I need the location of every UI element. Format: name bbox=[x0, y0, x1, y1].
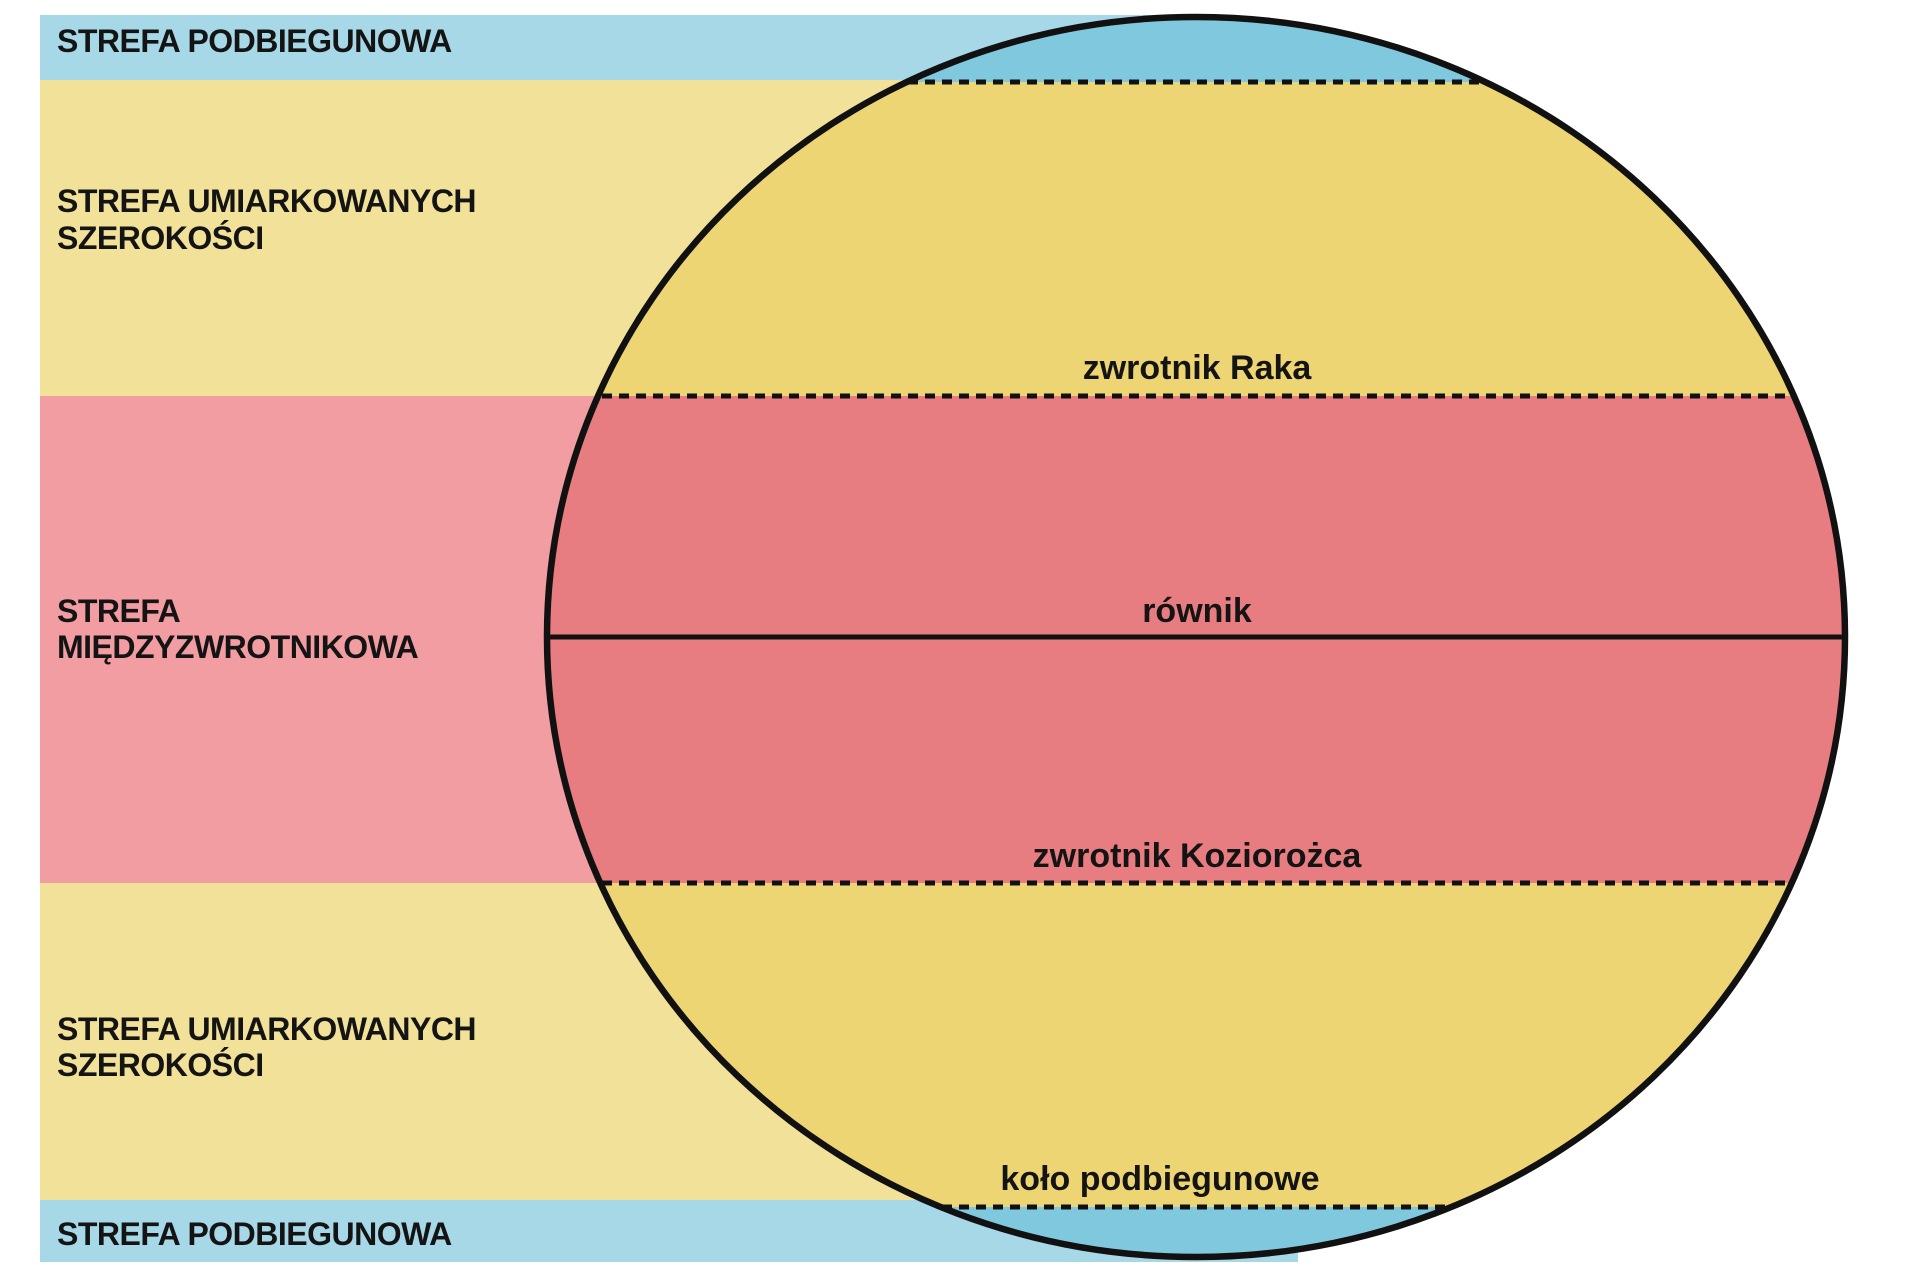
zone-label-temperate-north-line2: SZEROKOŚCI bbox=[57, 220, 264, 256]
label-tropic-of-cancer: zwrotnik Raka bbox=[1083, 349, 1313, 387]
label-equator: równik bbox=[1142, 592, 1252, 630]
globe-outline bbox=[543, 13, 1849, 1261]
zone-label-temperate-north-line1: STREFA UMIARKOWANYCH bbox=[57, 183, 476, 219]
label-tropic-of-capricorn: zwrotnik Koziorożca bbox=[1033, 837, 1363, 875]
zone-label-intertropical-line1: STREFA bbox=[57, 593, 181, 629]
zone-label-intertropical-line2: MIĘDZYZWROTNIKOWA bbox=[57, 629, 419, 665]
zone-label-subpolar-south: STREFA PODBIEGUNOWA bbox=[57, 1216, 452, 1252]
zone-label-temperate-south-line1: STREFA UMIARKOWANYCH bbox=[57, 1011, 476, 1047]
label-polar-circle-south: koło podbiegunowe bbox=[1000, 1160, 1319, 1198]
zone-label-subpolar-north: STREFA PODBIEGUNOWA bbox=[57, 23, 452, 59]
zone-label-temperate-south-line2: SZEROKOŚCI bbox=[57, 1047, 264, 1083]
